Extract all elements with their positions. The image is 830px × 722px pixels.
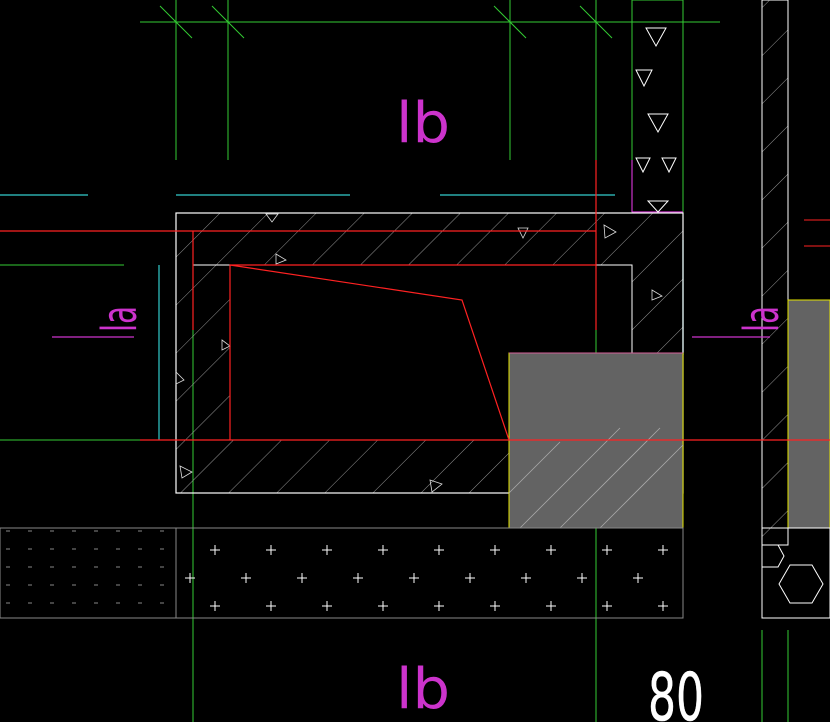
slab-band bbox=[0, 527, 684, 619]
upper-column bbox=[631, 0, 684, 213]
left-green-lines bbox=[0, 264, 140, 441]
right-wall bbox=[761, 0, 830, 619]
upper-vertical-lines bbox=[175, 0, 511, 160]
cyan-axis-lines bbox=[0, 194, 684, 440]
label-dimension-80: 80 bbox=[648, 659, 704, 722]
label-lb-top: lb bbox=[396, 91, 450, 156]
tick-marks bbox=[159, 5, 613, 39]
label-lb-bottom: lb bbox=[396, 657, 450, 722]
label-la-left: la bbox=[92, 306, 148, 332]
lower-lines bbox=[761, 630, 789, 722]
rebar-lines bbox=[0, 160, 830, 441]
label-la-right: la bbox=[734, 306, 790, 332]
grey-block-hatch bbox=[508, 427, 684, 529]
